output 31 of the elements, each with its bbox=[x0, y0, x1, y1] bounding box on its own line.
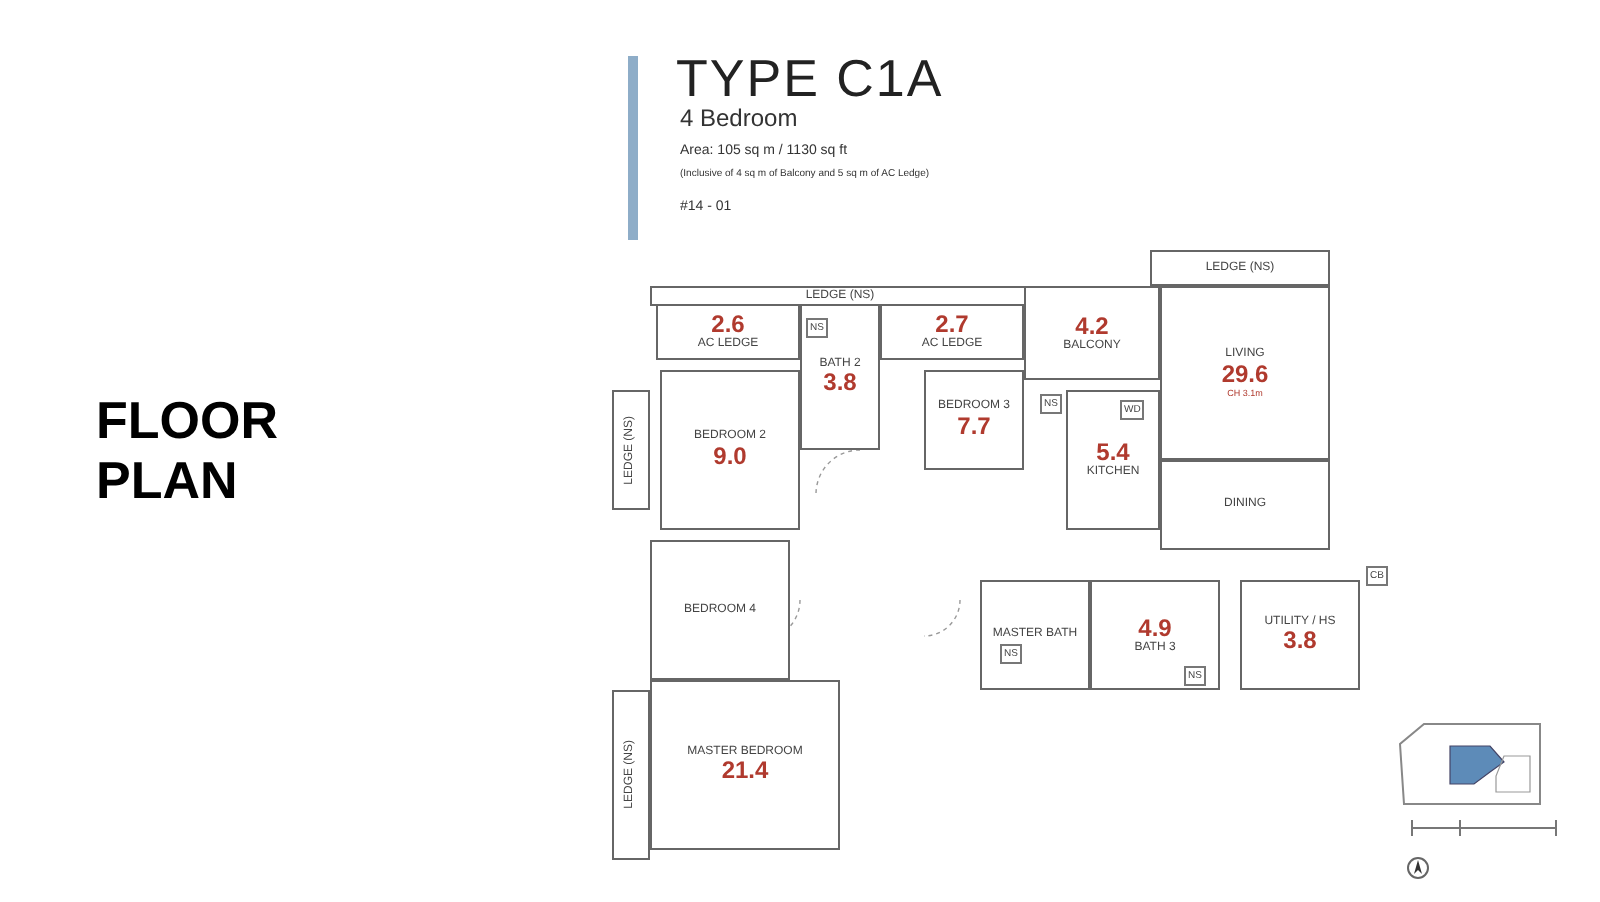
floor-plan-heading: FLOOR PLAN bbox=[96, 392, 280, 512]
area-figure: 21.4 bbox=[721, 758, 769, 785]
area-figure: 3.8 bbox=[823, 370, 857, 397]
room-outline bbox=[800, 304, 880, 450]
room-outline bbox=[650, 680, 840, 850]
ledge-strip bbox=[612, 690, 650, 860]
room-outline bbox=[656, 304, 800, 360]
ledge-strip bbox=[612, 390, 650, 510]
room-outline bbox=[1160, 286, 1330, 460]
room-outline bbox=[1066, 390, 1160, 530]
area-figure: 3.8 bbox=[1283, 628, 1317, 655]
room-outline bbox=[924, 370, 1024, 470]
room-outline bbox=[1024, 286, 1160, 380]
area-figure: 5.4 bbox=[1096, 440, 1130, 467]
area-figure: 4.2 bbox=[1075, 313, 1109, 340]
room-outline bbox=[1160, 460, 1330, 550]
area-figure: 9.0 bbox=[713, 443, 747, 470]
plan-title: TYPE C1A bbox=[676, 48, 944, 108]
room-outline bbox=[880, 304, 1024, 360]
ledge-strip bbox=[1150, 250, 1330, 286]
area-figure: 2.7 bbox=[935, 312, 969, 339]
room-outline bbox=[660, 370, 800, 530]
bedroom-count: 4 Bedroom bbox=[680, 104, 798, 132]
area-figure: 29.6 bbox=[1221, 361, 1269, 388]
area-figure: 7.7 bbox=[957, 413, 991, 440]
room-outline bbox=[1240, 580, 1360, 690]
room-outline bbox=[650, 540, 790, 680]
room-outline bbox=[1090, 580, 1220, 690]
area-figure: 2.6 bbox=[711, 312, 745, 339]
area-figure: 4.9 bbox=[1138, 615, 1172, 642]
room-outline bbox=[980, 580, 1090, 690]
